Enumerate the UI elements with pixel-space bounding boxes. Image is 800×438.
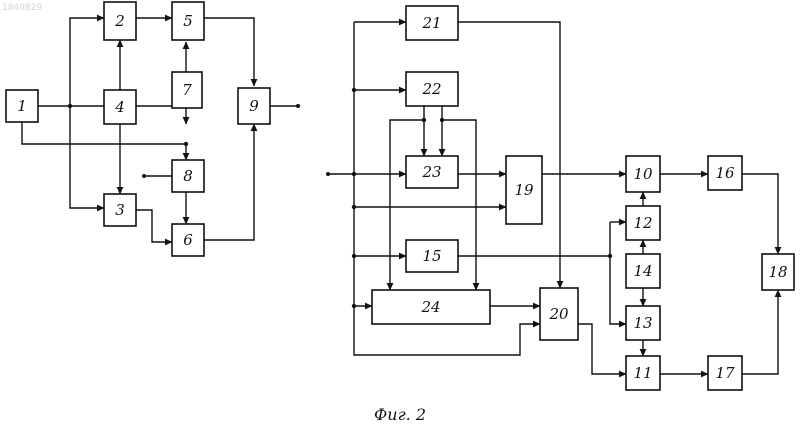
- block-11: 11: [626, 356, 660, 390]
- block-2: 2: [104, 2, 136, 40]
- block-20-label: 20: [548, 305, 569, 323]
- block-9-label: 9: [249, 97, 259, 115]
- block-4: 4: [104, 90, 136, 124]
- left-diagram-wires: [22, 18, 300, 242]
- block-20: 20: [540, 288, 578, 340]
- block-6: 6: [172, 224, 204, 256]
- block-10: 10: [626, 156, 660, 192]
- watermark-text: 1840829: [2, 3, 42, 13]
- block-8-label: 8: [183, 167, 193, 185]
- block-3-label: 3: [115, 201, 125, 219]
- block-5-label: 5: [183, 12, 193, 30]
- block-19: 19: [506, 156, 542, 224]
- block-12: 12: [626, 206, 660, 240]
- block-6-label: 6: [183, 231, 193, 249]
- block-1-label: 1: [17, 97, 27, 115]
- block-21-label: 21: [421, 14, 441, 32]
- block-21: 21: [406, 6, 458, 40]
- block-18: 18: [762, 254, 794, 290]
- block-18-label: 18: [768, 263, 787, 281]
- block-13-label: 13: [633, 314, 652, 332]
- block-7-label: 7: [182, 81, 192, 99]
- block-22-label: 22: [421, 80, 441, 98]
- block-24-label: 24: [420, 298, 440, 316]
- blocks: 1 2 3 4 5 6 7 8 9 10 11 12 13 14 15 16 1…: [6, 2, 794, 390]
- block-14-label: 14: [633, 262, 652, 280]
- block-3: 3: [104, 194, 136, 226]
- block-12-label: 12: [633, 214, 652, 232]
- block-23: 23: [406, 156, 458, 188]
- block-19-label: 19: [514, 181, 534, 199]
- block-24: 24: [372, 290, 490, 324]
- block-11-label: 11: [633, 364, 652, 382]
- block-15-label: 15: [422, 247, 441, 265]
- block-13: 13: [626, 306, 660, 340]
- block-5: 5: [172, 2, 204, 40]
- block-23-label: 23: [421, 163, 441, 181]
- block-7: 7: [172, 72, 202, 108]
- block-10-label: 10: [633, 165, 653, 183]
- block-9: 9: [238, 88, 270, 124]
- block-1: 1: [6, 90, 38, 122]
- block-16-label: 16: [715, 164, 735, 182]
- block-22: 22: [406, 72, 458, 106]
- block-14: 14: [626, 254, 660, 288]
- block-17-label: 17: [715, 364, 735, 382]
- block-8: 8: [172, 160, 204, 192]
- block-16: 16: [708, 156, 742, 190]
- block-4-label: 4: [114, 98, 125, 116]
- block-2-label: 2: [114, 12, 125, 30]
- block-17: 17: [708, 356, 742, 390]
- block-15: 15: [406, 240, 458, 272]
- figure-caption: Фиг. 2: [374, 405, 426, 424]
